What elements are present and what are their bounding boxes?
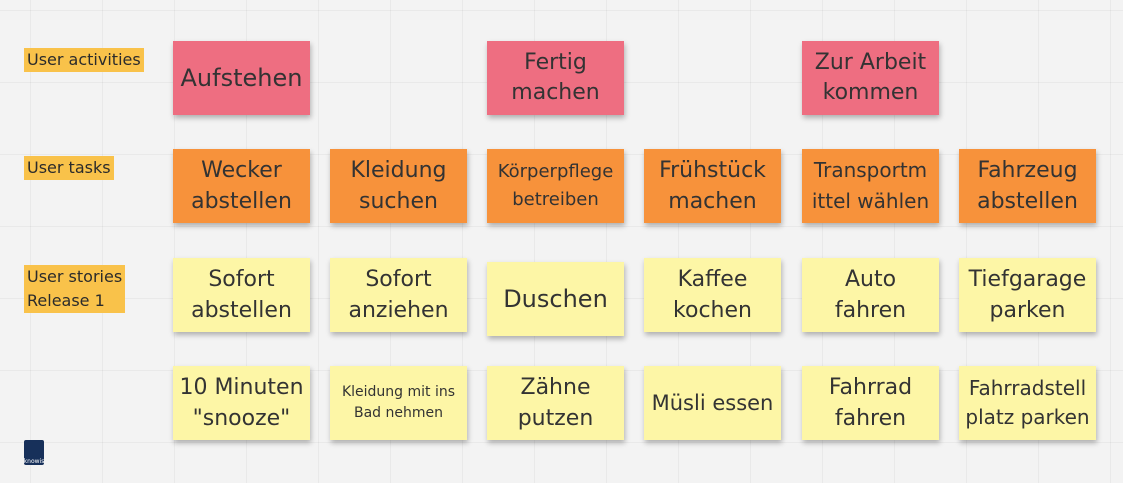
task-note-fahrzeug-abstellen[interactable]: Fahrzeug abstellen: [959, 149, 1096, 223]
task-note-koerperpflege-betreiben[interactable]: Körperpflege betreiben: [487, 149, 624, 223]
story-note-fahrrad-fahren[interactable]: Fahrrad fahren: [802, 366, 939, 440]
row-label-user-tasks: User tasks: [24, 156, 114, 180]
task-note-wecker-abstellen[interactable]: Wecker abstellen: [173, 149, 310, 223]
story-note-10-minuten-snooze[interactable]: 10 Minuten "snooze": [173, 366, 310, 440]
story-note-duschen[interactable]: Duschen: [487, 262, 624, 336]
story-note-zaehne-putzen[interactable]: Zähne putzen: [487, 366, 624, 440]
activity-note-aufstehen[interactable]: Aufstehen: [173, 41, 310, 115]
story-note-muesli-essen[interactable]: Müsli essen: [644, 366, 781, 440]
knowis-logo: knowis: [24, 440, 44, 465]
story-note-sofort-abstellen[interactable]: Sofort abstellen: [173, 258, 310, 332]
story-note-sofort-anziehen[interactable]: Sofort anziehen: [330, 258, 467, 332]
task-note-kleidung-suchen[interactable]: Kleidung suchen: [330, 149, 467, 223]
story-note-auto-fahren[interactable]: Auto fahren: [802, 258, 939, 332]
task-note-transportmittel-waehlen[interactable]: Transportm ittel wählen: [802, 149, 939, 223]
story-note-tiefgarage-parken[interactable]: Tiefgarage parken: [959, 258, 1096, 332]
activity-note-fertig-machen[interactable]: Fertig machen: [487, 41, 624, 115]
activity-note-zur-arbeit-kommen[interactable]: Zur Arbeit kommen: [802, 41, 939, 115]
story-note-kaffee-kochen[interactable]: Kaffee kochen: [644, 258, 781, 332]
row-label-user-stories: User stories Release 1: [24, 265, 126, 313]
story-note-kleidung-mit-ins-bad[interactable]: Kleidung mit ins Bad nehmen: [330, 366, 467, 440]
task-note-fruehstueck-machen[interactable]: Frühstück machen: [644, 149, 781, 223]
story-note-fahrradstellplatz-parken[interactable]: Fahrradstell platz parken: [959, 366, 1096, 440]
logo-text: knowis: [23, 458, 45, 465]
row-label-user-activities: User activities: [24, 48, 144, 72]
